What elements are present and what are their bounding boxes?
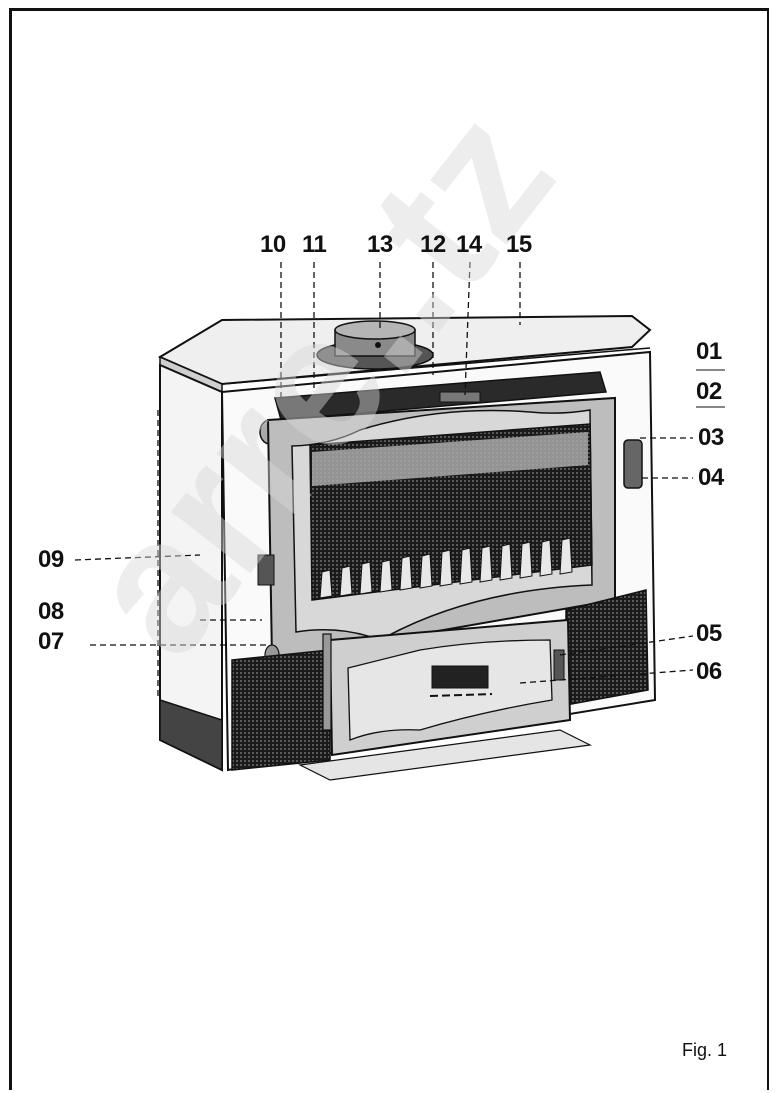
callout-10: 10	[260, 231, 286, 258]
callout-13: 13	[367, 231, 393, 258]
main-door	[266, 396, 643, 662]
figure-caption: Fig. 1	[682, 1040, 728, 1060]
callout-05: 05	[696, 620, 722, 647]
ash-door	[322, 618, 572, 757]
door-handle	[623, 439, 643, 489]
ash-door-handle	[553, 649, 565, 681]
callout-12: 12	[420, 231, 446, 258]
callout-11: 11	[302, 231, 327, 258]
callout-02: 02	[696, 378, 722, 405]
hearth-plate	[297, 729, 593, 781]
leader-lines	[74, 261, 694, 700]
callout-09: 09	[38, 546, 64, 573]
callout-04: 04	[698, 464, 724, 491]
callout-15: 15	[506, 231, 532, 258]
callout-06: 06	[696, 658, 722, 685]
lower-grilles	[231, 589, 649, 771]
hinge-pin	[322, 633, 332, 731]
top-bar	[274, 371, 607, 421]
flue-collar	[316, 320, 434, 370]
callout-03: 03	[698, 424, 724, 451]
callout-01: 01	[696, 338, 722, 365]
side-panel	[159, 363, 223, 772]
callout-08: 08	[38, 598, 64, 625]
figure-frame	[9, 8, 769, 1090]
callout-underlines	[696, 369, 725, 408]
callout-14: 14	[456, 231, 482, 258]
callout-07: 07	[38, 628, 64, 655]
